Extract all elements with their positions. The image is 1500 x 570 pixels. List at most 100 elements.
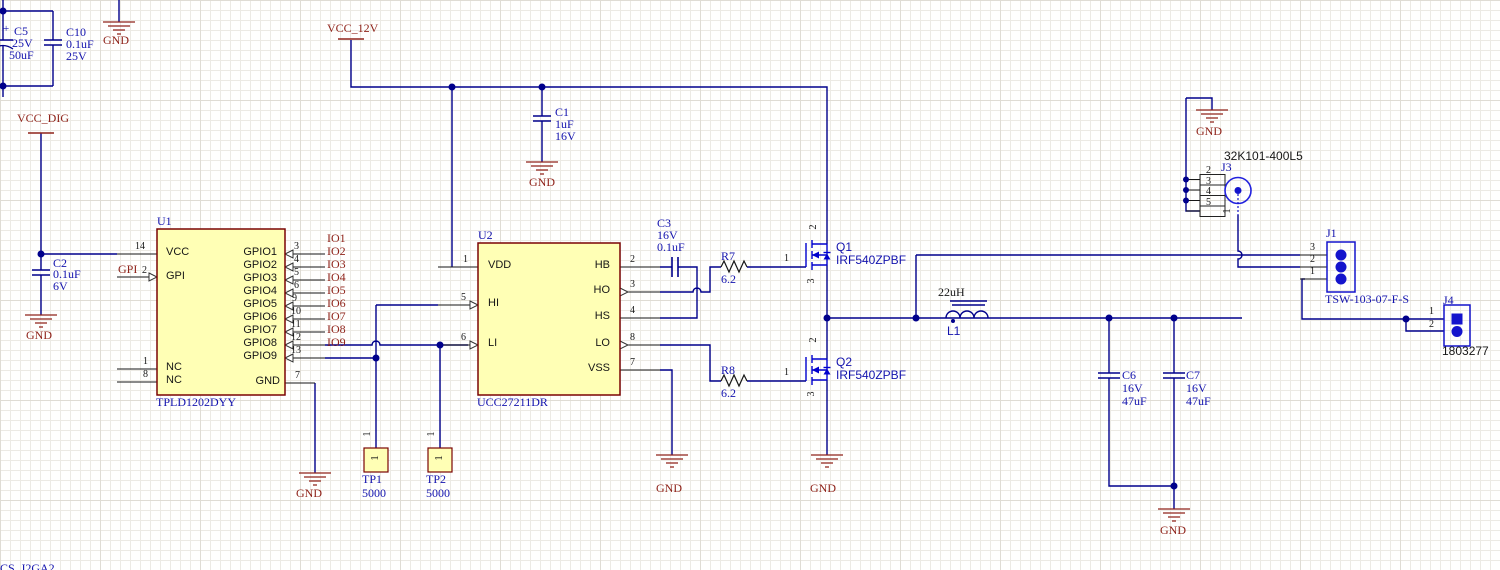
q1-partnumber[interactable]: IRF540ZPBF [836,253,907,267]
j4-refdes[interactable]: J4 [1443,293,1454,307]
net-label-io8[interactable]: IO8 [327,322,346,336]
c7-voltage[interactable]: 16V [1186,381,1207,395]
j4-partnumber[interactable]: 1803277 [1442,344,1489,358]
net-label-io7[interactable]: IO7 [327,309,346,323]
capacitor-symbols[interactable] [0,39,1185,379]
u1-pin-name-gpio6: GPIO6 [243,311,277,323]
tp2-refdes[interactable]: TP2 [426,472,447,486]
j3-partnumber[interactable]: 32K101-400L5 [1224,149,1303,163]
c3-voltage[interactable]: 16V [657,228,678,242]
u1-pin13-number: 13 [291,345,301,356]
c1-refdes[interactable]: C1 [555,105,570,119]
net-label-io2[interactable]: IO2 [327,244,346,258]
tp2-value[interactable]: 5000 [426,486,450,500]
gnd-label-u1[interactable]: GND [296,486,322,500]
c5-voltage[interactable]: 25V [12,36,33,50]
r7-value[interactable]: 6.2 [721,272,736,286]
j1-refdes[interactable]: J1 [1326,226,1337,240]
u2-body[interactable] [477,242,621,396]
c3-value[interactable]: 0.1uF [657,240,685,254]
u1-pin-name-gnd: GND [255,375,280,387]
c2-voltage[interactable]: 6V [53,279,68,293]
r7-refdes[interactable]: R7 [721,249,736,263]
c6-voltage[interactable]: 16V [1122,381,1143,395]
tp1-pin-name: 1 [369,455,382,461]
net-label-gpi[interactable]: GPI [118,262,138,276]
net-label-io6[interactable]: IO6 [327,296,346,310]
l1-refdes[interactable]: L1 [947,324,961,338]
c5-refdes[interactable]: C5 [14,24,29,38]
u1-pin-name-gpio3: GPIO3 [243,272,277,284]
c2-value[interactable]: 0.1uF [53,267,81,281]
u1-pin10-number: 10 [291,306,301,317]
u1-pin-name-nc1: NC [166,361,182,373]
j1-connector-symbol[interactable] [1326,241,1356,293]
vcc-power-ports[interactable] [28,38,364,134]
vcc-dig-power-port[interactable]: VCC_DIG [17,111,70,125]
u1-pin14-number: 14 [135,241,145,252]
q2-refdes[interactable]: Q2 [836,355,853,369]
c1-voltage[interactable]: 16V [555,129,576,143]
c5-value[interactable]: 50uF [9,48,34,62]
net-label-io5[interactable]: IO5 [327,283,346,297]
r8-value[interactable]: 6.2 [721,386,736,400]
gnd-label-j3[interactable]: GND [1196,124,1222,138]
tp1-pin-number: 1 [361,431,373,437]
junction-dots [0,7,1410,490]
gnd-label-c7[interactable]: GND [1160,523,1186,537]
gnd-label-c2[interactable]: GND [26,328,52,342]
u1-refdes[interactable]: U1 [157,214,172,228]
j4-connector-symbol[interactable] [1443,304,1471,347]
inductor-symbol[interactable] [945,300,989,323]
j1-partnumber[interactable]: TSW-103-07-F-S [1325,292,1409,306]
c10-refdes[interactable]: C10 [66,25,87,39]
gnd-label-vss[interactable]: GND [656,481,682,495]
u1-partnumber[interactable]: TPLD1202DYY [156,395,236,409]
u2-partnumber[interactable]: UCC27211DR [477,395,548,409]
vcc-12v-power-port[interactable]: VCC_12V [327,21,379,35]
u2-pin-name-vss: VSS [587,362,610,374]
c1-value[interactable]: 1uF [555,117,574,131]
u2-pin2-number: 2 [630,254,635,265]
tp1-refdes[interactable]: TP1 [362,472,383,486]
pin-arrow-icons [148,249,630,363]
c6-value[interactable]: 47uF [1122,394,1147,408]
c6-refdes[interactable]: C6 [1122,368,1137,382]
gnd-label-q2[interactable]: GND [810,481,836,495]
j3-refdes[interactable]: J3 [1221,160,1232,174]
c10-voltage[interactable]: 25V [66,49,87,63]
c10-value[interactable]: 0.1uF [66,37,94,51]
q2-mosfet-symbol[interactable] [805,355,831,385]
c2-refdes[interactable]: C2 [53,256,68,270]
q2-partnumber[interactable]: IRF540ZPBF [836,368,907,382]
tp2-body[interactable] [427,447,453,473]
u1-pin11-number: 11 [291,319,301,330]
tp1-body[interactable] [363,447,389,473]
q1-mosfet-symbol[interactable] [805,240,831,270]
gnd-symbols[interactable] [25,21,1228,522]
u2-pin-name-hs: HS [594,310,610,322]
c7-value[interactable]: 47uF [1186,394,1211,408]
j3-connector-symbol[interactable] [1199,174,1252,217]
j1-pin1-number: 1 [1310,266,1315,277]
resistor-symbols[interactable] [720,259,748,388]
u1-body[interactable] [156,228,286,396]
net-label-io1[interactable]: IO1 [327,231,346,245]
u2-refdes[interactable]: U2 [478,228,493,242]
r8-refdes[interactable]: R8 [721,363,736,377]
l1-value[interactable]: 22uH [938,285,965,299]
net-label-io3[interactable]: IO3 [327,257,346,271]
c3-refdes[interactable]: C3 [657,216,672,230]
gnd-label-c1[interactable]: GND [529,175,555,189]
net-label-io9[interactable]: IO9 [327,335,346,349]
q1-source-pin-number: 3 [805,278,817,284]
partial-net-label-bottom[interactable]: CS_J2GA2 [0,561,55,570]
gnd-label-topleft[interactable]: GND [103,33,129,47]
c7-refdes[interactable]: C7 [1186,368,1201,382]
wire-layer[interactable] [2,0,1444,509]
net-label-io4[interactable]: IO4 [327,270,346,284]
tp1-value[interactable]: 5000 [362,486,386,500]
q1-refdes[interactable]: Q1 [836,240,853,254]
